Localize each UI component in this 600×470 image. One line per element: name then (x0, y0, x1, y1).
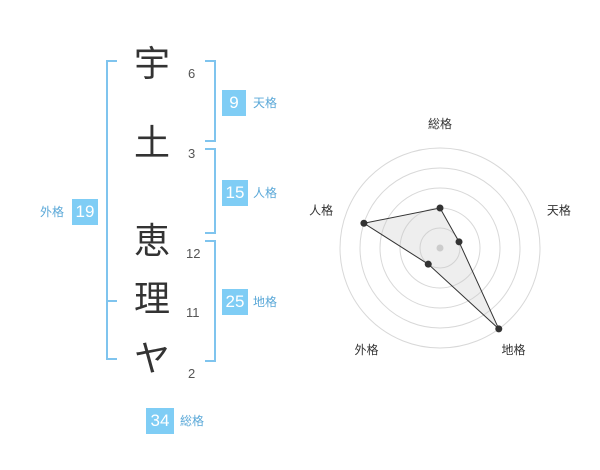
radar-point-4 (424, 260, 432, 268)
tenkaku-badge: 9 (222, 90, 246, 116)
chikaku-bracket (205, 240, 216, 362)
gaikaku-bracket-bottom (106, 298, 117, 360)
radar-point-2 (455, 238, 463, 246)
chikaku-label: 地格 (253, 295, 278, 309)
radar-axis-label-5: 人格 (309, 202, 333, 217)
gaikaku-label: 外格 (40, 205, 65, 219)
radar-axis-label-1: 総格 (428, 116, 452, 131)
chikaku-badge: 25 (222, 289, 248, 315)
soukaku-label: 総格 (180, 414, 205, 428)
jinkaku-badge: 15 (222, 180, 248, 206)
radar-ring (379, 187, 501, 309)
tenkaku-label: 天格 (253, 96, 278, 110)
gaikaku-bracket-top (106, 60, 117, 302)
stroke-count-2: 3 (188, 146, 196, 161)
radar-ring (419, 227, 461, 269)
stroke-count-4: 11 (186, 305, 200, 320)
stroke-count-5: 2 (188, 366, 196, 381)
name-char-1: 宇 (133, 44, 170, 85)
radar-ring (339, 147, 541, 349)
name-char-4: 理 (133, 279, 170, 320)
radar-axis-label-4: 外格 (355, 342, 379, 357)
radar-point-5 (360, 219, 368, 227)
soukaku-badge: 34 (146, 408, 174, 434)
jinkaku-label: 人格 (253, 186, 278, 200)
stroke-count-3: 12 (186, 246, 201, 261)
radar-center (436, 244, 444, 252)
jinkaku-bracket (205, 148, 216, 234)
stroke-count-1: 6 (188, 66, 196, 81)
name-char-5: ヤ (133, 339, 170, 380)
radar-ring (359, 167, 521, 329)
radar-axis-label-3: 地格 (501, 342, 525, 357)
radar-point-1 (436, 204, 444, 212)
name-char-2: 土 (133, 123, 170, 164)
radar-axis-label-2: 天格 (547, 202, 571, 217)
gaikaku-badge: 19 (72, 199, 98, 225)
tenkaku-bracket (205, 60, 216, 142)
radar-area (362, 207, 500, 330)
name-char-3: 恵 (133, 221, 170, 262)
radar-point-3 (495, 325, 503, 333)
